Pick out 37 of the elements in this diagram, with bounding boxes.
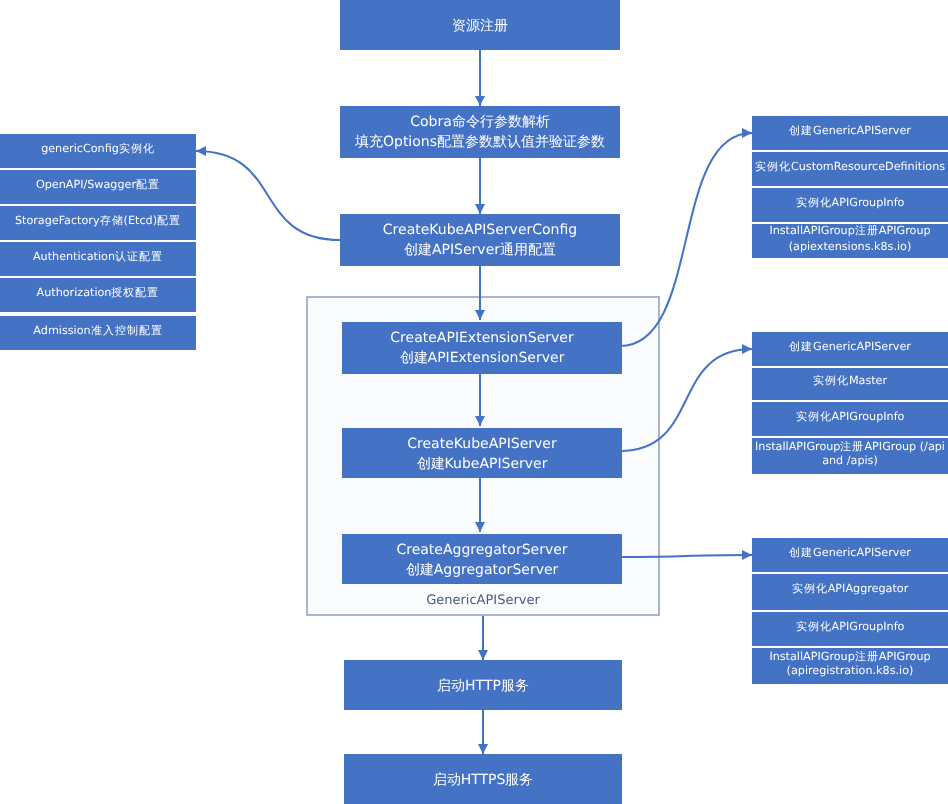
process-box bbox=[340, 214, 620, 266]
process-box bbox=[0, 206, 196, 240]
process-box bbox=[340, 0, 620, 50]
process-box bbox=[344, 754, 622, 804]
arrow bbox=[478, 709, 488, 755]
process-box bbox=[752, 332, 948, 366]
process-box bbox=[0, 278, 196, 312]
process-box bbox=[752, 648, 948, 684]
process-box bbox=[342, 322, 622, 374]
process-box bbox=[0, 242, 196, 276]
process-box bbox=[0, 316, 196, 350]
process-box bbox=[342, 534, 622, 584]
process-box bbox=[752, 402, 948, 436]
arrow bbox=[475, 371, 485, 427]
process-box bbox=[752, 116, 948, 150]
process-box bbox=[342, 428, 622, 478]
arrow bbox=[475, 157, 485, 215]
process-box bbox=[752, 574, 948, 610]
process-box bbox=[752, 152, 948, 186]
curved-arrow bbox=[619, 130, 753, 347]
process-box bbox=[0, 134, 196, 168]
curved-arrow bbox=[619, 550, 753, 560]
arrow bbox=[475, 265, 485, 321]
process-box bbox=[0, 170, 196, 204]
process-box bbox=[752, 538, 948, 572]
process-box bbox=[340, 106, 620, 158]
process-box bbox=[752, 188, 948, 222]
arrow bbox=[475, 49, 485, 107]
process-box bbox=[752, 612, 948, 646]
process-box bbox=[752, 224, 948, 258]
group-frame bbox=[306, 296, 660, 616]
curved-arrow bbox=[619, 345, 753, 452]
process-box bbox=[344, 660, 622, 710]
process-box bbox=[752, 368, 948, 400]
arrow bbox=[478, 615, 488, 661]
curved-arrow bbox=[195, 146, 341, 241]
arrow bbox=[475, 475, 485, 533]
